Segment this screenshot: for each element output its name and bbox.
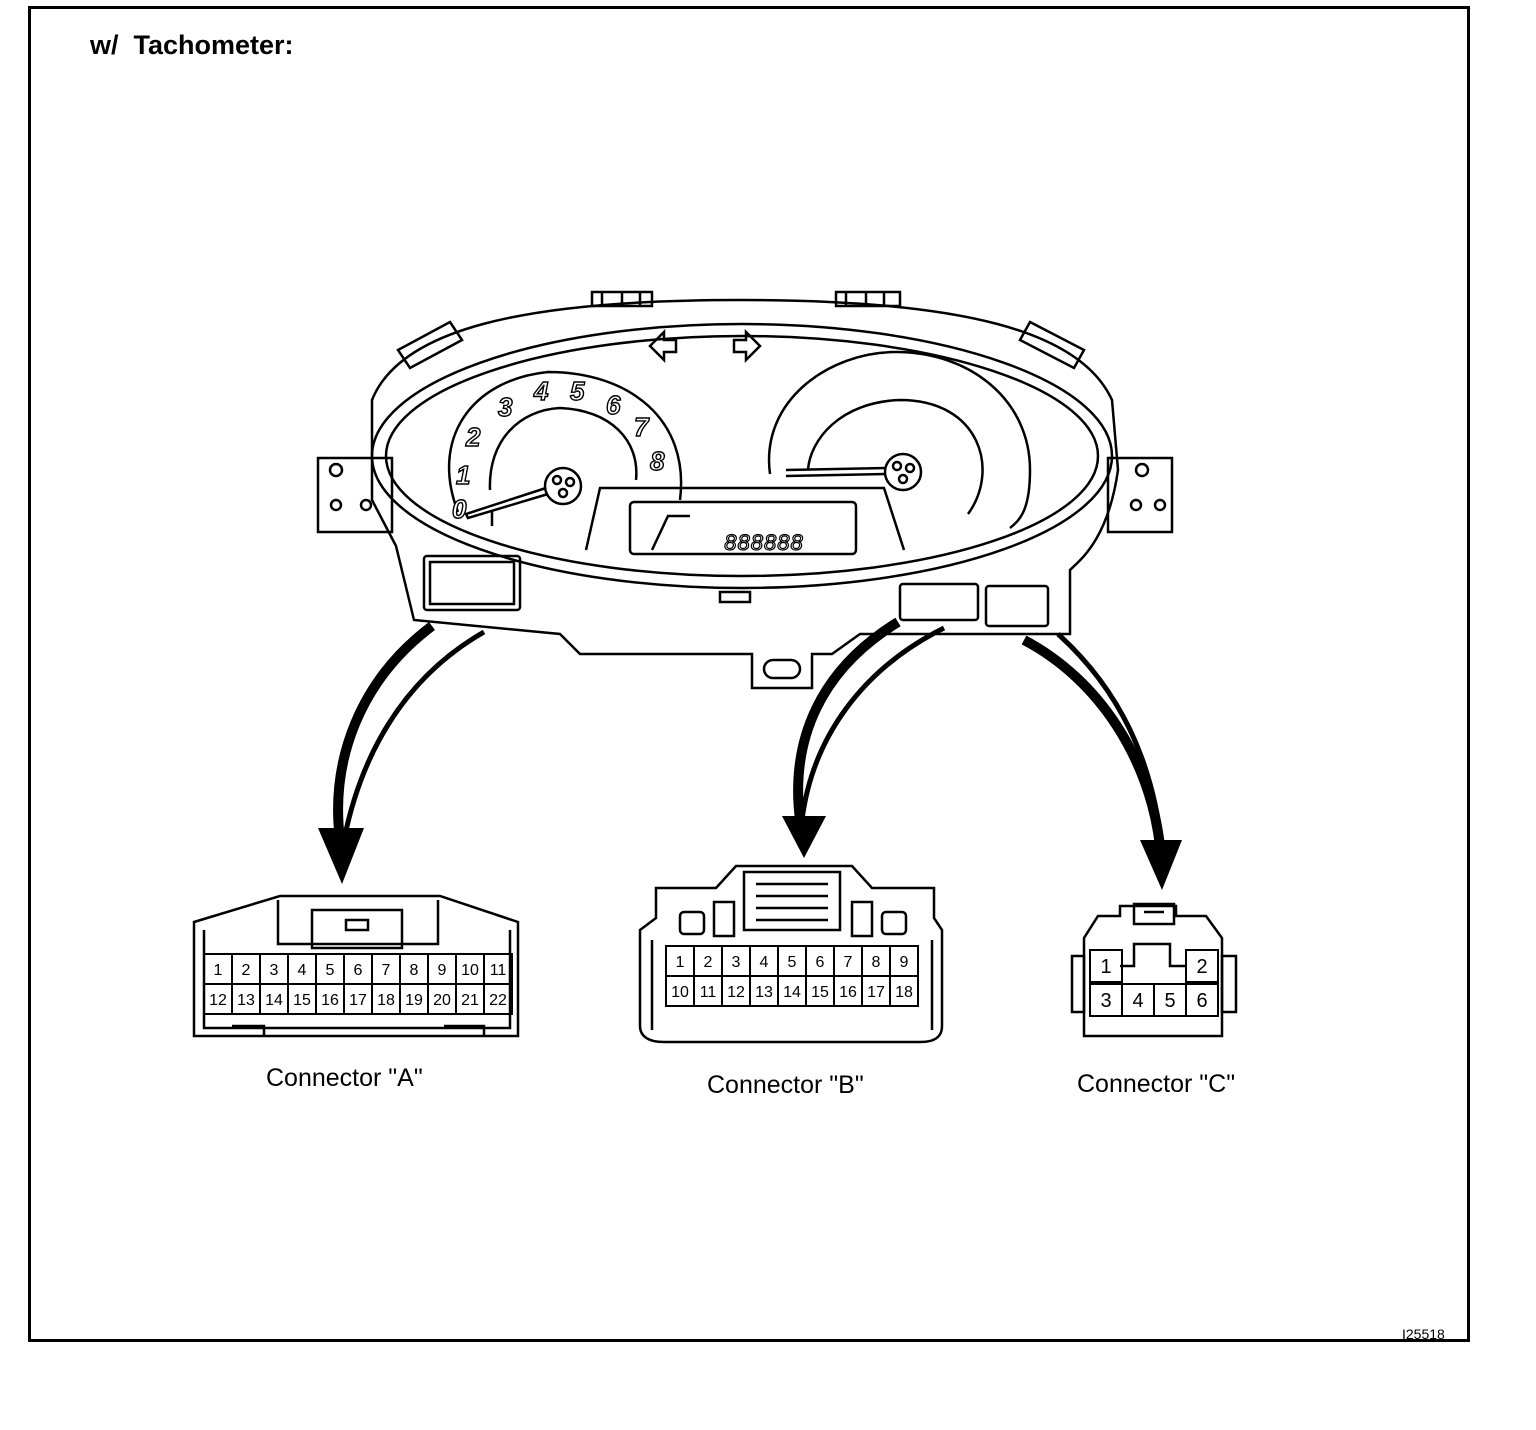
pin-number: 15 bbox=[293, 992, 311, 1009]
tach-numeral: 6 bbox=[606, 390, 621, 420]
pin-number: 19 bbox=[405, 992, 423, 1009]
pin-number: 5 bbox=[1164, 990, 1175, 1012]
pin-cell bbox=[1089, 949, 1123, 983]
pin-number: 5 bbox=[326, 962, 335, 979]
combination-meter bbox=[316, 290, 1174, 690]
tach-numeral: 5 bbox=[570, 376, 585, 406]
diagram-frame bbox=[28, 6, 1470, 1342]
pin-number: 11 bbox=[700, 984, 717, 1001]
connector-b-label: Connector "B" bbox=[707, 1071, 864, 1099]
pin-cell bbox=[889, 975, 919, 1007]
pin-number: 10 bbox=[671, 984, 689, 1001]
pin-number: 12 bbox=[209, 992, 227, 1009]
pin-number: 1 bbox=[676, 954, 685, 971]
pin-number: 5 bbox=[788, 954, 797, 971]
pin-number: 16 bbox=[321, 992, 339, 1009]
tach-numeral: 1 bbox=[456, 460, 470, 490]
pin-number: 13 bbox=[755, 984, 773, 1001]
arrow-to-connector-b bbox=[782, 617, 946, 858]
pin-number: 7 bbox=[382, 962, 391, 979]
connector-c-body bbox=[1070, 902, 1238, 1038]
figure-id: I25518 bbox=[1402, 1326, 1445, 1342]
arrow-to-connector-a bbox=[318, 622, 486, 884]
pin-number: 6 bbox=[816, 954, 825, 971]
pin-number: 3 bbox=[270, 962, 279, 979]
pin-number: 17 bbox=[349, 992, 367, 1009]
tach-numeral: 3 bbox=[498, 392, 513, 422]
pin-cell bbox=[483, 983, 513, 1015]
tach-numeral: 2 bbox=[465, 422, 481, 452]
pin-number: 7 bbox=[844, 954, 853, 971]
arrow-to-connector-c bbox=[1021, 632, 1182, 890]
pin-number: 2 bbox=[704, 954, 713, 971]
pin-number: 1 bbox=[214, 962, 223, 979]
tach-numeral: 7 bbox=[634, 412, 650, 442]
pin-number: 4 bbox=[760, 954, 769, 971]
pin-number: 14 bbox=[265, 992, 283, 1009]
pin-number: 16 bbox=[839, 984, 857, 1001]
pin-number: 10 bbox=[461, 962, 479, 979]
pin-number: 2 bbox=[1196, 956, 1207, 978]
pin-number: 9 bbox=[900, 954, 909, 971]
pin-number: 15 bbox=[811, 984, 829, 1001]
pin-number: 1 bbox=[1100, 956, 1111, 978]
tach-numerals: 0 1 2 3 4 5 6 7 8 bbox=[451, 375, 665, 524]
pin-number: 9 bbox=[438, 962, 447, 979]
pin-cell bbox=[1185, 983, 1219, 1017]
pin-number: 3 bbox=[1100, 990, 1111, 1012]
pin-number: 14 bbox=[783, 984, 801, 1001]
pin-number: 6 bbox=[1196, 990, 1207, 1012]
pin-number: 20 bbox=[433, 992, 451, 1009]
pin-number: 4 bbox=[298, 962, 307, 979]
pin-number: 18 bbox=[895, 984, 913, 1001]
diagram-heading: w/ Tachometer: bbox=[90, 30, 294, 60]
pin-number: 17 bbox=[867, 984, 885, 1001]
pin-number: 6 bbox=[354, 962, 363, 979]
pin-number: 13 bbox=[237, 992, 255, 1009]
odometer-display: 888888 bbox=[724, 530, 803, 555]
tach-numeral: 8 bbox=[650, 446, 665, 476]
pin-number: 8 bbox=[872, 954, 881, 971]
tach-numeral: 0 bbox=[452, 494, 467, 524]
pin-number: 3 bbox=[732, 954, 741, 971]
pin-number: 4 bbox=[1132, 990, 1143, 1012]
connector-a-label: Connector "A" bbox=[266, 1064, 423, 1092]
pin-number: 2 bbox=[242, 962, 251, 979]
pin-number: 18 bbox=[377, 992, 395, 1009]
pin-number: 21 bbox=[461, 992, 479, 1009]
pin-number: 12 bbox=[727, 984, 745, 1001]
connector-c-label: Connector "C" bbox=[1077, 1070, 1236, 1098]
connector-b-body bbox=[638, 864, 944, 1044]
pin-number: 22 bbox=[489, 992, 507, 1009]
tach-numeral: 4 bbox=[533, 376, 549, 406]
connector-a-body bbox=[192, 894, 520, 1038]
pin-number: 8 bbox=[410, 962, 419, 979]
pin-cell bbox=[1185, 949, 1219, 983]
pin-number: 11 bbox=[490, 962, 507, 979]
